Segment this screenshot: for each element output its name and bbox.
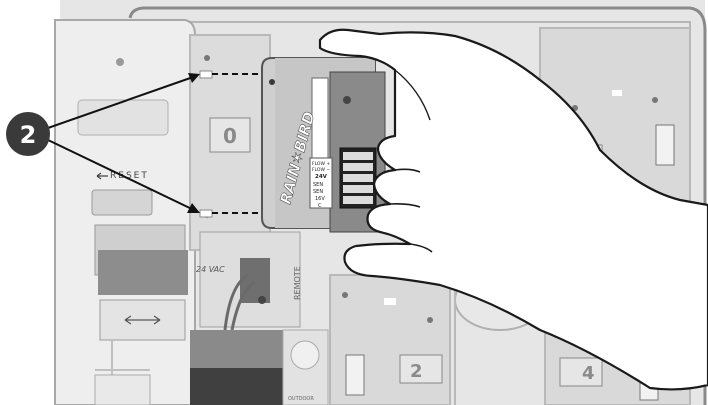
alignment-tab-bottom — [200, 210, 212, 217]
terminal-label: FLOW + — [312, 161, 330, 167]
flow-smart-module: RAIN✶BIRD FLOW + FLOW − 24V SEN SEN 16V … — [262, 58, 385, 232]
outdoor-label: OUTDOOR — [288, 396, 314, 402]
callout-number: 2 — [20, 121, 37, 149]
terminal-block — [340, 148, 376, 208]
alignment-tab-top — [200, 71, 212, 78]
remote-label: REMOTE — [293, 266, 302, 300]
terminal-label: SEN — [313, 189, 323, 195]
terminal-label: 24V — [315, 174, 328, 180]
slot-label-0: 0 — [223, 124, 237, 148]
terminal-label: FLOW − — [312, 167, 330, 173]
terminal-label: SEN — [313, 182, 323, 188]
front-door-panel: RESET — [55, 20, 195, 405]
terminal-label: C — [318, 203, 322, 209]
vac-label: 24 VAC — [196, 265, 225, 274]
terminal-labels: FLOW + FLOW − 24V SEN SEN 16V C — [310, 158, 332, 209]
slot-label-2: 2 — [410, 361, 423, 382]
slot-label-4: 4 — [582, 363, 595, 384]
terminal-label: 16V — [315, 196, 325, 202]
